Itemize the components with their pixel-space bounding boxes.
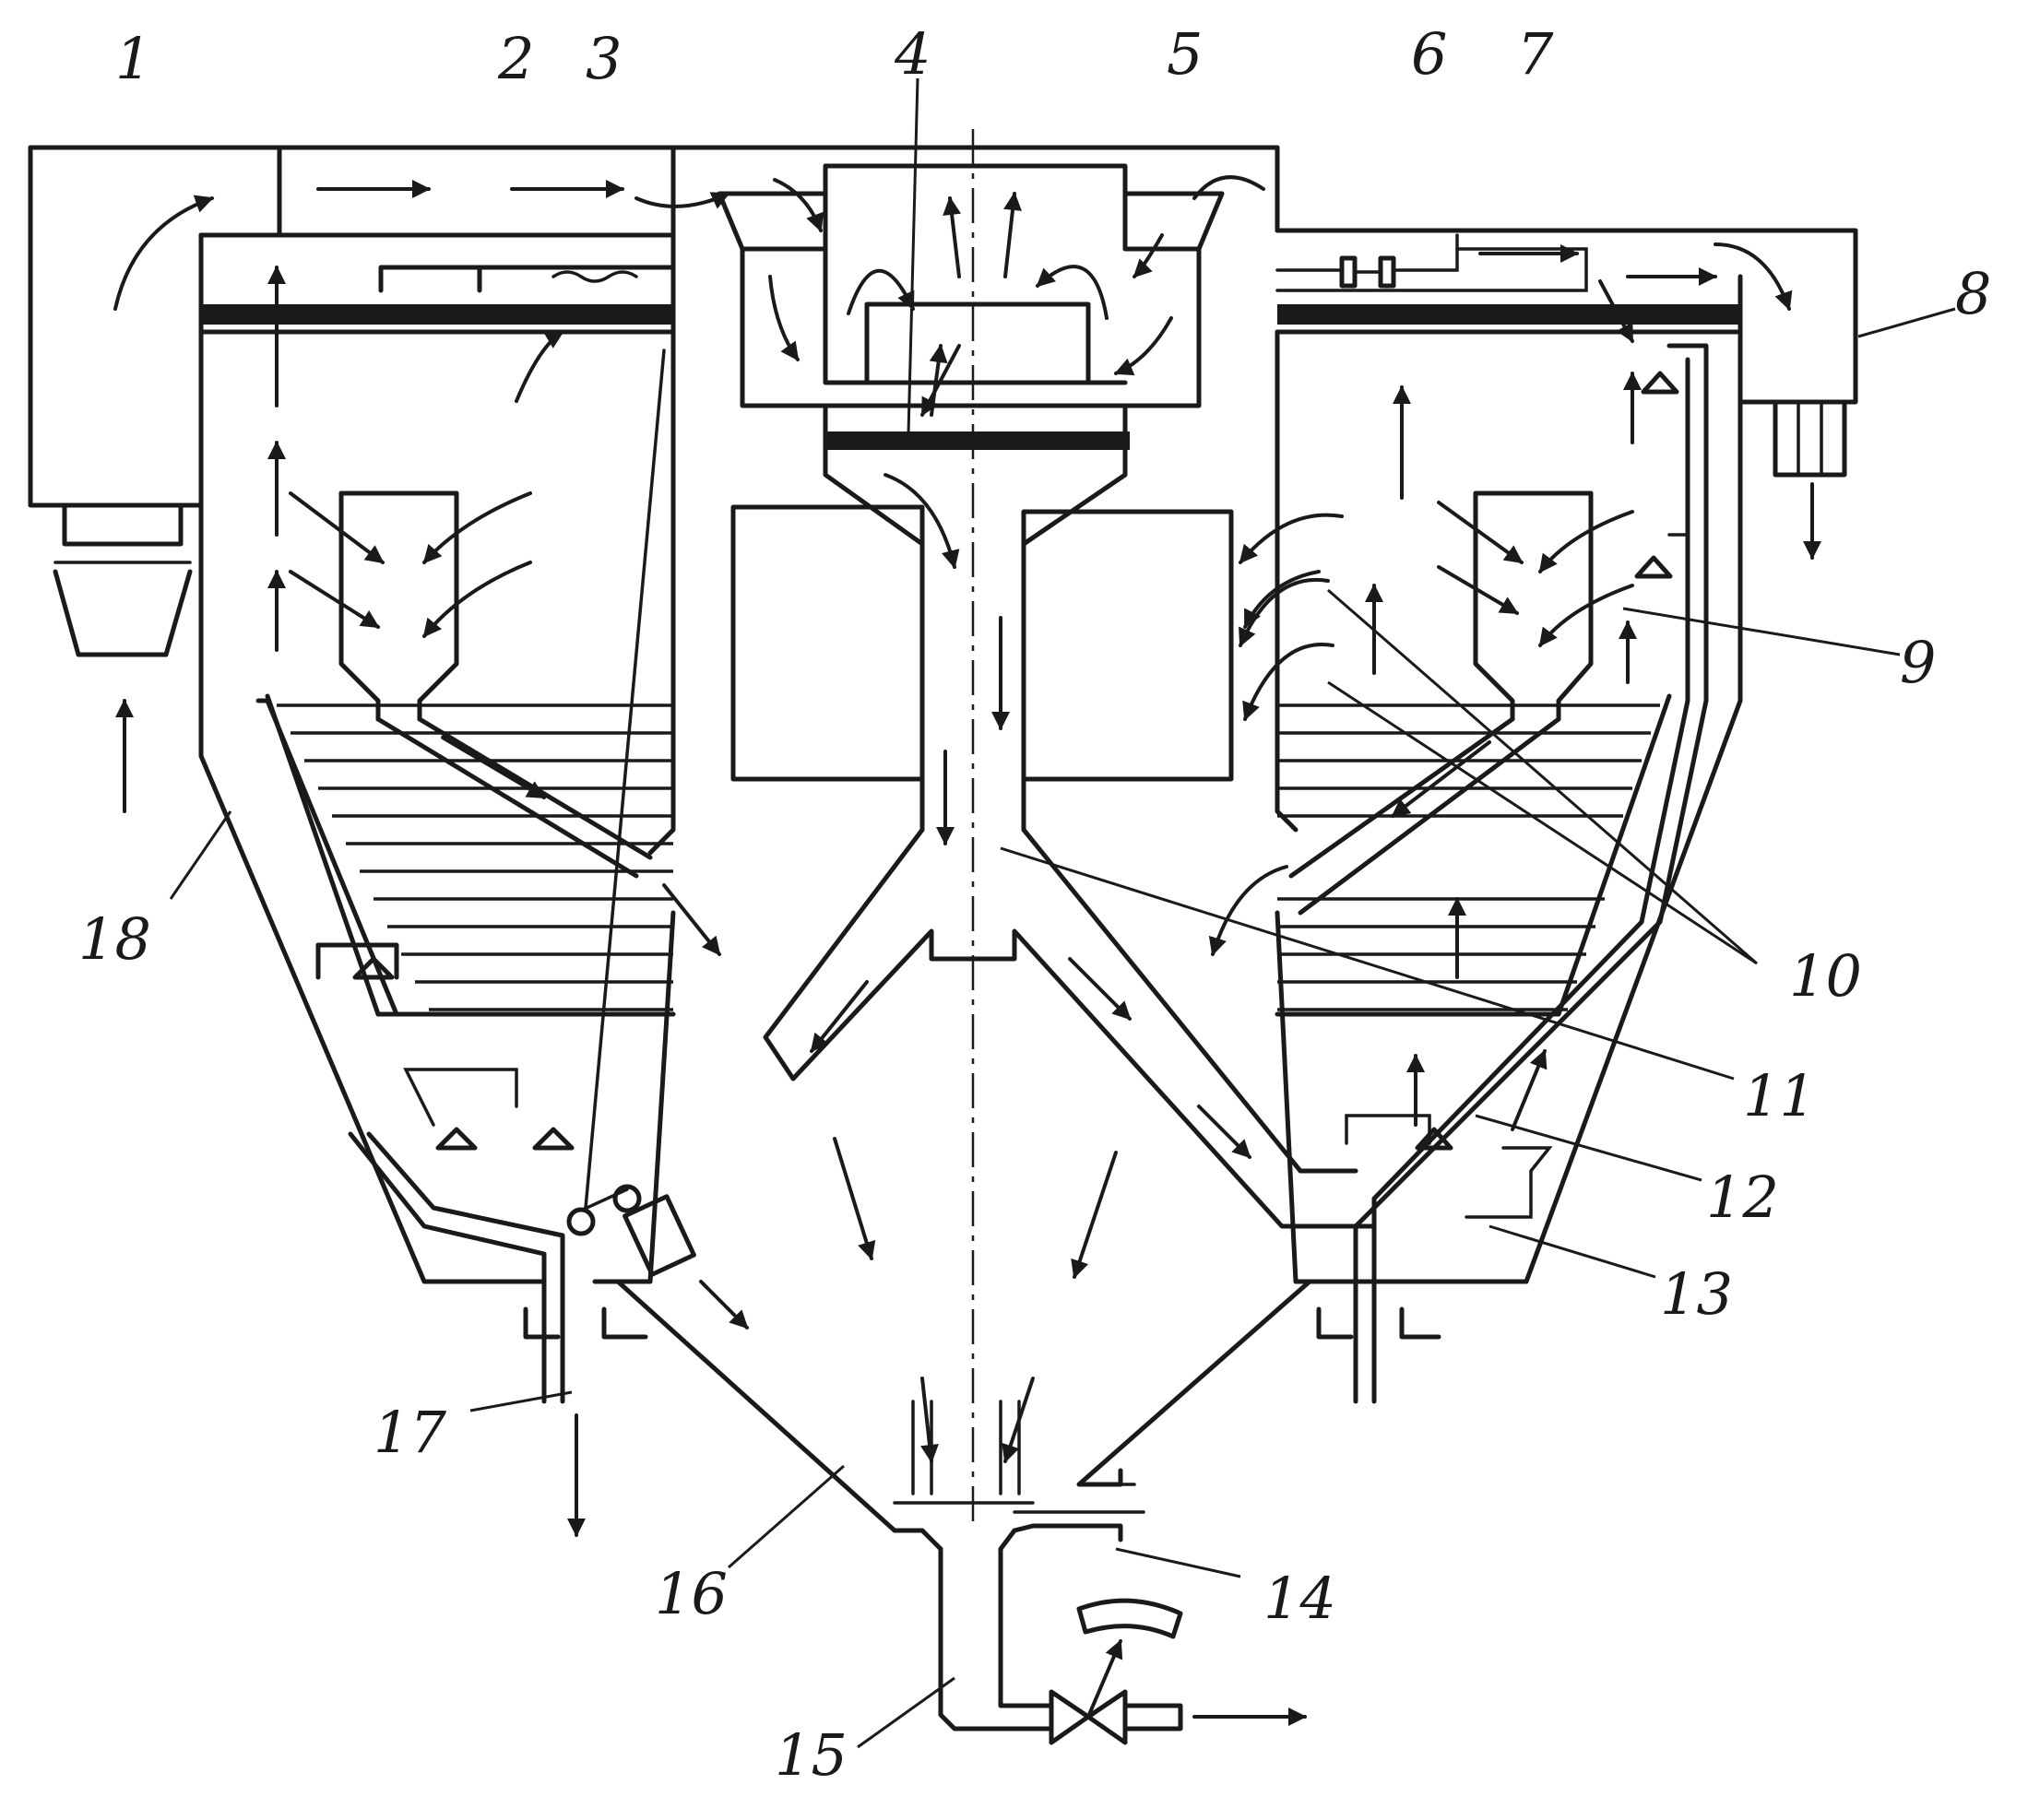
top-channel xyxy=(28,145,1858,508)
callout-11: 11 xyxy=(1743,1062,1816,1129)
leader-lines xyxy=(169,77,1956,1749)
callout-18: 18 xyxy=(78,905,151,973)
callout-15: 15 xyxy=(775,1721,848,1789)
callout-14: 14 xyxy=(1263,1565,1336,1632)
sludge-pipe-right xyxy=(1316,343,1709,1404)
callout-10: 10 xyxy=(1789,942,1862,1010)
weir-band-center xyxy=(825,431,1130,450)
flow-arrows xyxy=(113,175,1821,1537)
central-feed-well xyxy=(717,163,1377,1229)
scraper-mechanism xyxy=(566,349,696,1277)
callout-1: 1 xyxy=(115,25,151,92)
inlet-funnel xyxy=(53,502,193,657)
callout-2: 2 xyxy=(497,25,534,92)
callout-5: 5 xyxy=(1167,20,1203,88)
hopper-right xyxy=(1288,490,1594,916)
weir-band-left xyxy=(201,304,673,325)
callout-7: 7 xyxy=(1517,20,1554,88)
callout-labels: 1 2 3 4 5 6 7 8 9 10 11 12 13 14 15 16 1… xyxy=(78,20,1991,1789)
callout-9: 9 xyxy=(1900,629,1936,696)
right-plate-frame xyxy=(1275,693,1672,1017)
skimmer-3 xyxy=(378,265,676,293)
device-6 xyxy=(1275,233,1588,292)
callout-8: 8 xyxy=(1955,260,1991,327)
callout-4: 4 xyxy=(894,20,931,88)
weir-band-right xyxy=(1277,304,1740,325)
callout-3: 3 xyxy=(586,25,622,92)
sludge-pipe-left xyxy=(255,698,648,1404)
right-inner-wall xyxy=(1275,329,1358,1284)
callout-13: 13 xyxy=(1660,1260,1733,1328)
left-plate-frame xyxy=(265,693,676,1017)
hopper-left xyxy=(338,490,653,879)
level-markers xyxy=(352,371,1679,1151)
callout-17: 17 xyxy=(374,1399,446,1466)
callout-16: 16 xyxy=(655,1560,728,1627)
callout-6: 6 xyxy=(1411,20,1447,88)
bottom-outlet xyxy=(893,1400,1307,1745)
callout-12: 12 xyxy=(1706,1164,1779,1231)
tank-body xyxy=(198,232,1743,1533)
